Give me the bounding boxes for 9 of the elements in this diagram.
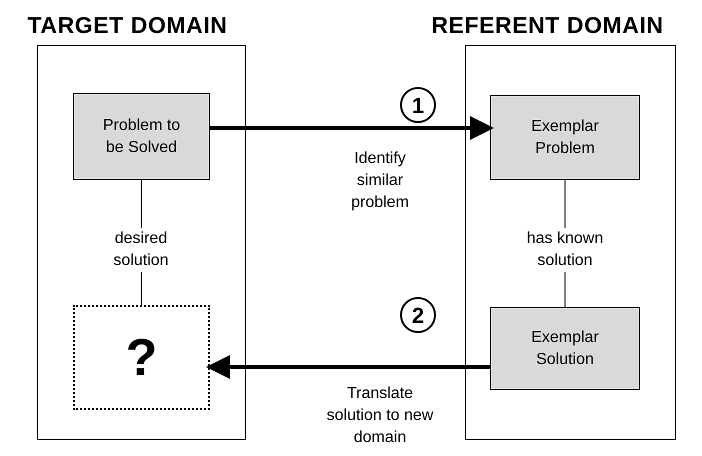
domain-heading: REFERENT DOMAIN	[430, 11, 665, 40]
edge-label: has known solution	[525, 228, 605, 272]
process-box: Exemplar Solution	[490, 307, 640, 390]
domain-heading: TARGET DOMAIN	[26, 11, 228, 40]
process-box: Problem to be Solved	[73, 93, 210, 180]
unknown-solution-box: ?	[73, 305, 210, 410]
arrow	[210, 116, 494, 140]
process-box: Exemplar Problem	[490, 95, 640, 180]
arrow	[206, 355, 490, 379]
